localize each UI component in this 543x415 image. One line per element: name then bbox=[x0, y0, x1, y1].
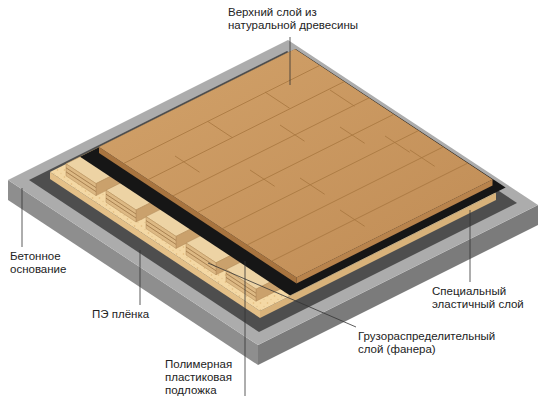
part-label: Верхний слой из натуральной древесины bbox=[228, 6, 368, 32]
part-label: Специальный эластичный слой bbox=[432, 285, 536, 311]
part-label: ПЭ плёнка bbox=[92, 308, 149, 321]
part-label: Бетонное основание bbox=[10, 250, 82, 276]
part-label: Грузораспределительный слой (фанера) bbox=[358, 330, 510, 356]
part-label: Полимерная пластиковая подложка bbox=[165, 358, 241, 397]
